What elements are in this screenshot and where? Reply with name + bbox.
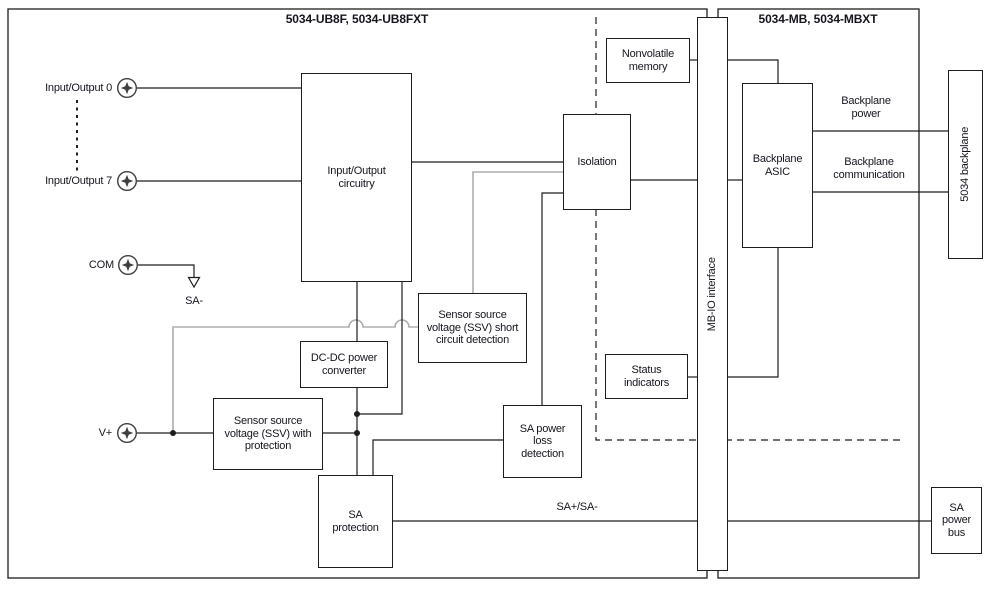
block-isolation: Isolation [563, 114, 631, 210]
block-mbio-interface: MB-IO interface [697, 17, 728, 571]
junction-dots [170, 411, 360, 436]
block-sa-protection: SA protection [318, 475, 393, 568]
wire-com-to-sa-minus [138, 264, 195, 277]
terminal-label-io7: Input/Output 7 [45, 175, 112, 187]
signal-wires [137, 59, 948, 522]
block-ssv-with-protection: Sensor source voltage (SSV) with protect… [213, 398, 323, 470]
junction-dot [170, 430, 176, 436]
terminal-label-vplus: V+ [98, 427, 113, 439]
terminal-label-io0: Input/Output 0 [45, 82, 112, 94]
junction-dot [354, 411, 360, 417]
block-status-indicators: Status indicators [605, 354, 688, 399]
block-io-circuitry: Input/Output circuitry [301, 73, 412, 282]
block-ssv-short-circuit-detection: Sensor source voltage (SSV) short circui… [418, 293, 527, 363]
mbio-interface-label: MB-IO interface [706, 256, 719, 332]
wire-saloss-to-saprotection [372, 439, 503, 475]
wire-iocircuitry-to-power-node [357, 282, 403, 415]
wire-label-sa-bus: SA+/SA- [556, 501, 598, 513]
wire-label-backplane-power: Backplane power [841, 95, 891, 120]
gray-wire-ssv-short-to-isolation [472, 171, 563, 293]
junction-dot [354, 430, 360, 436]
screw-terminal-icon [116, 170, 138, 192]
terminal-icons [116, 77, 139, 444]
block-nonvolatile-memory: Nonvolatile memory [606, 38, 690, 83]
sa-minus-arrow-icon [187, 276, 201, 289]
wire-mbio-to-asic-top [728, 59, 779, 83]
terminal-label-com: COM [88, 259, 114, 271]
block-sa-power-loss-detection: SA power loss detection [503, 405, 582, 478]
isolation-boundary-dashed-line [595, 17, 900, 441]
screw-terminal-icon [116, 77, 138, 99]
block-dcdc-converter: DC-DC power converter [300, 341, 388, 388]
gray-wire-vplus-to-ssv-short [172, 319, 418, 433]
screw-terminal-icon [116, 422, 138, 444]
block-5034-backplane: 5034 backplane [948, 70, 983, 259]
right-module-title: 5034-MB, 5034-MBXT [758, 12, 878, 26]
wire-isolation-to-saloss [541, 192, 563, 405]
block-sa-power-bus: SA power bus [931, 487, 982, 554]
wire-label-sa-minus: SA- [185, 295, 203, 307]
wire-asic-bottom-to-mbio [728, 248, 779, 378]
wire-label-backplane-communication: Backplane communication [833, 156, 905, 181]
left-module-title: 5034-UB8F, 5034-UB8FXT [285, 12, 429, 26]
screw-terminal-icon [117, 254, 139, 276]
block-backplane-asic: Backplane ASIC [742, 83, 813, 248]
backplane-5034-label: 5034 backplane [959, 127, 972, 202]
